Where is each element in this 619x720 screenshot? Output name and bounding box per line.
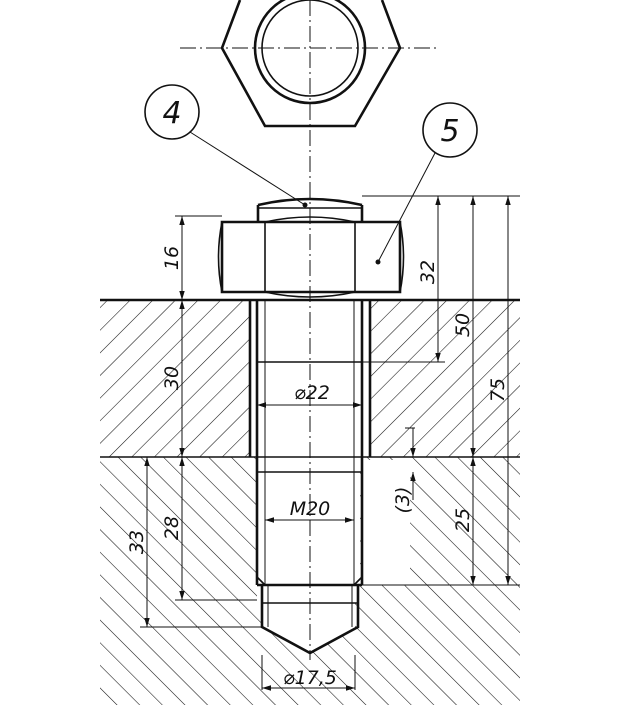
bolt-shank	[255, 300, 364, 587]
dim-50-label: 50	[452, 313, 474, 337]
hex-nut-top-view	[180, 0, 440, 128]
callout-5-label: 5	[440, 114, 459, 149]
dim-75-label: 75	[487, 378, 509, 402]
dimension-lines	[144, 196, 511, 691]
callout-5: 5	[375, 102, 478, 265]
upper-plate	[100, 300, 520, 457]
thread-clearance-gap	[362, 460, 410, 585]
dim-m20-label: M20	[290, 498, 331, 520]
dim-diameter-17-5-label: ⌀17,5	[283, 667, 337, 689]
dim-3-label: (3)	[392, 487, 414, 514]
hex-nut-side	[217, 197, 405, 298]
dim-33-label: 33	[126, 530, 148, 554]
dim-32-label: 32	[417, 260, 439, 284]
callout-4-label: 4	[162, 96, 181, 131]
lower-base	[100, 457, 520, 705]
dim-16-label: 16	[161, 246, 183, 270]
dim-28-label: 28	[161, 516, 183, 540]
dim-diameter-22-label: ⌀22	[294, 382, 330, 404]
dim-30-label: 30	[161, 366, 183, 390]
dim-25-label: 25	[452, 508, 474, 532]
callout-4: 4	[144, 84, 308, 208]
